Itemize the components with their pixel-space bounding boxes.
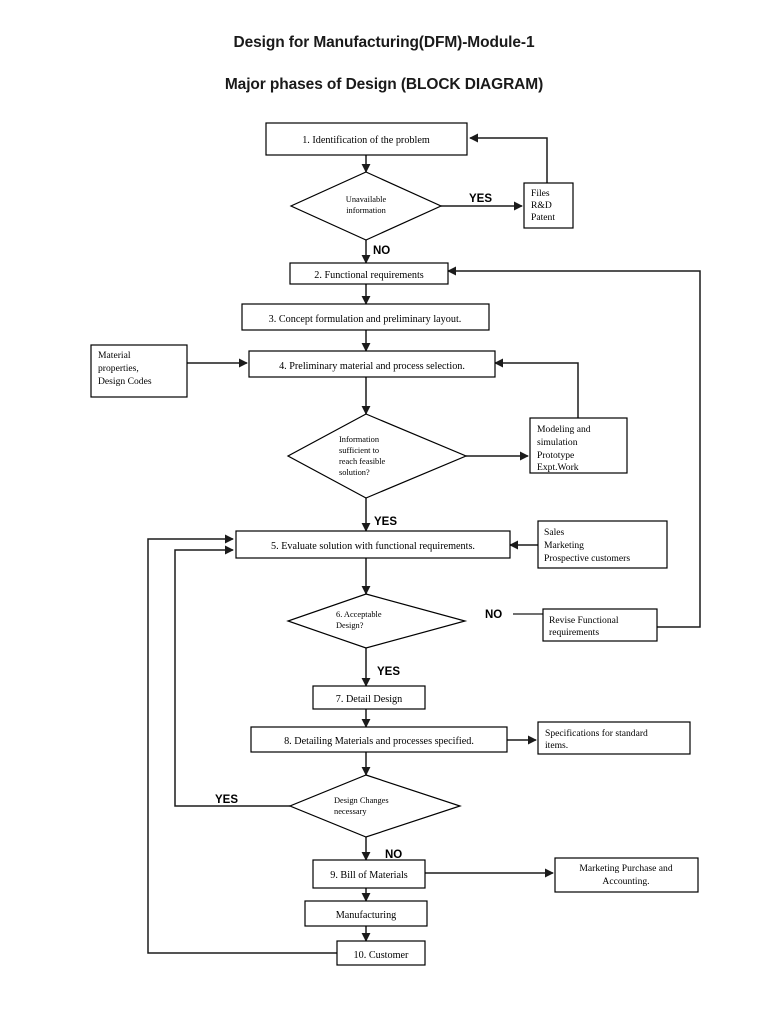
edge-files-to-n1	[469, 133, 548, 183]
node-label-line4: Expt.Work	[537, 462, 579, 473]
node-identification-of-problem[interactable]: 1. Identification of the problem	[265, 122, 468, 156]
edge-revise-to-n2	[447, 266, 701, 628]
node-label-line1: Marketing Purchase and	[579, 863, 672, 874]
edge-model-to-n4	[494, 358, 579, 418]
node-label-line2: requirements	[549, 627, 599, 638]
node-functional-requirements[interactable]: 2. Functional requirements	[289, 262, 449, 285]
node-label-line1: Material	[98, 350, 131, 361]
edge-label-no-changes: NO	[385, 849, 402, 861]
node-label: 7. Detail Design	[336, 694, 403, 705]
node-label-line2: information	[346, 206, 386, 215]
node-label: Manufacturing	[336, 910, 397, 921]
page-title: Design for Manufacturing(DFM)-Module-1	[233, 34, 535, 51]
node-label-line3: Prototype	[537, 450, 574, 461]
node-label-line3: Prospective customers	[544, 553, 630, 564]
node-label-line2: sufficient to	[339, 446, 379, 455]
node-label-line2: necessary	[334, 807, 367, 816]
node-label-line2: Accounting.	[602, 876, 649, 887]
node-label-line1: Information	[339, 435, 380, 444]
node-label-line1: Files	[531, 188, 550, 199]
edge-label-yes-acceptable: YES	[377, 666, 400, 678]
node-manufacturing[interactable]: Manufacturing	[304, 900, 428, 927]
node-label: 1. Identification of the problem	[302, 135, 430, 146]
node-label-line1: Unavailable	[346, 195, 387, 204]
node-files-rnd-patent[interactable]: Files R&D Patent	[523, 182, 574, 229]
node-label: 5. Evaluate solution with functional req…	[271, 541, 475, 552]
node-unavailable-information[interactable]: Unavailable information	[289, 171, 443, 241]
edge-label-no-unavailable: NO	[373, 245, 390, 257]
node-label-line2: properties,	[98, 363, 139, 374]
node-label: 8. Detailing Materials and processes spe…	[284, 736, 474, 747]
node-label-line1: Design Changes	[334, 796, 389, 805]
node-material-properties[interactable]: Material properties, Design Codes	[90, 344, 188, 398]
node-modeling-simulation[interactable]: Modeling and simulation Prototype Expt.W…	[529, 417, 628, 474]
node-label: 9. Bill of Materials	[330, 870, 408, 881]
node-evaluate-solution[interactable]: 5. Evaluate solution with functional req…	[235, 530, 511, 559]
node-design-changes-necessary[interactable]: Design Changes necessary	[288, 774, 462, 838]
node-preliminary-material-selection[interactable]: 4. Preliminary material and process sele…	[248, 350, 496, 378]
node-label-line2: Marketing	[544, 540, 584, 551]
node-information-sufficient[interactable]: Information sufficient to reach feasible…	[286, 413, 468, 499]
node-sales-marketing[interactable]: Sales Marketing Prospective customers	[537, 520, 668, 569]
node-acceptable-design[interactable]: 6. Acceptable Design?	[286, 593, 468, 649]
node-label: 2. Functional requirements	[314, 270, 424, 281]
node-label-line3: Patent	[531, 212, 555, 223]
node-label-line2: items.	[545, 740, 568, 751]
node-revise-functional-requirements[interactable]: Revise Functional requirements	[542, 608, 658, 642]
node-label-line2: Design?	[336, 621, 364, 630]
edge-label-no-acceptable: NO	[485, 609, 502, 621]
node-label-line2: simulation	[537, 437, 578, 448]
node-label-line3: Design Codes	[98, 376, 152, 387]
edge-d4-to-n5	[174, 545, 290, 807]
node-detailing-materials[interactable]: 8. Detailing Materials and processes spe…	[250, 726, 508, 753]
node-label: 10. Customer	[354, 950, 410, 961]
node-label-line1: Revise Functional	[549, 615, 619, 626]
edge-label-yes-unavailable: YES	[469, 193, 492, 205]
node-customer[interactable]: 10. Customer	[336, 940, 426, 966]
edge-labels: YES NO YES NO YES YES NO	[215, 193, 502, 861]
node-label-line3: reach feasible	[339, 457, 386, 466]
node-label-line1: Specifications for standard	[545, 728, 648, 739]
node-detail-design[interactable]: 7. Detail Design	[312, 685, 426, 710]
node-label: 4. Preliminary material and process sele…	[279, 361, 465, 372]
node-marketing-purchase-accounting[interactable]: Marketing Purchase and Accounting.	[554, 857, 699, 893]
node-label-line2: R&D	[531, 200, 552, 211]
node-concept-formulation[interactable]: 3. Concept formulation and preliminary l…	[241, 303, 490, 331]
node-bill-of-materials[interactable]: 9. Bill of Materials	[312, 859, 426, 889]
node-label-line1: Sales	[544, 527, 565, 538]
edge-n10-to-n5	[147, 534, 337, 954]
node-label-line1: 6. Acceptable	[336, 610, 382, 619]
connectors	[147, 133, 701, 954]
node-label-line1: Modeling and	[537, 424, 591, 435]
page-subtitle: Major phases of Design (BLOCK DIAGRAM)	[224, 76, 544, 93]
node-label: 3. Concept formulation and preliminary l…	[269, 314, 462, 325]
node-specifications-standard-items[interactable]: Specifications for standard items.	[537, 721, 691, 755]
edge-label-yes-information: YES	[374, 516, 397, 528]
node-label-line4: solution?	[339, 468, 370, 477]
edge-label-yes-changes: YES	[215, 794, 238, 806]
